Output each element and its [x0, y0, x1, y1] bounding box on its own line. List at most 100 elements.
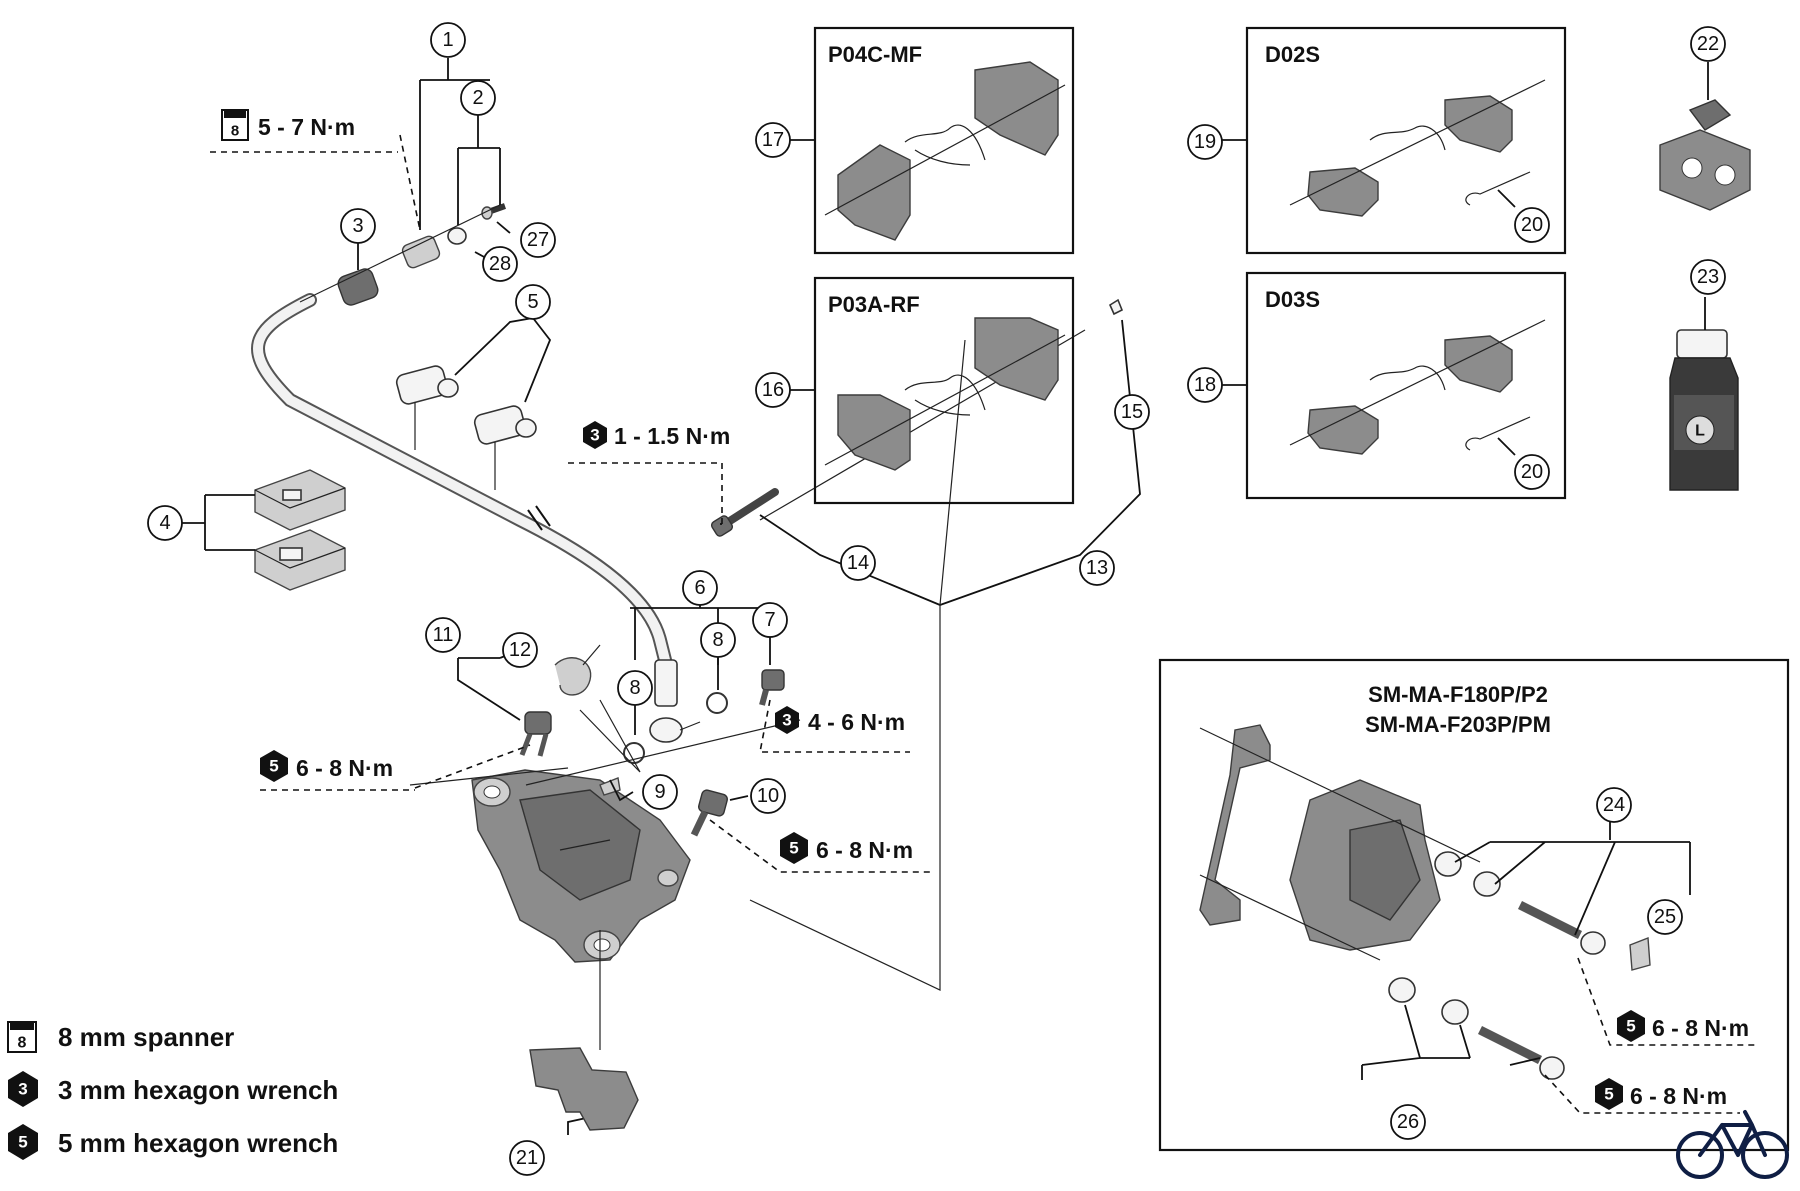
legend-item-hex5: 5 5 mm hexagon wrench — [8, 1124, 338, 1160]
callout-1: 1 — [430, 22, 466, 58]
pad-guide-plate — [529, 1047, 639, 1131]
svg-text:15: 15 — [1121, 401, 1143, 423]
legend-item-spanner: 8 8 mm spanner — [7, 1021, 234, 1053]
svg-text:21: 21 — [516, 1147, 538, 1169]
callout-2: 2 — [460, 80, 496, 116]
svg-text:5: 5 — [527, 291, 538, 313]
callout-9: 9 — [642, 774, 678, 810]
spanner-icon: 8 — [7, 1021, 37, 1053]
bleed-block — [1659, 62, 1751, 211]
svg-text:5: 5 — [1626, 1017, 1635, 1036]
svg-text:1: 1 — [442, 29, 453, 51]
callout-8a: 8 — [700, 622, 736, 658]
svg-text:19: 19 — [1194, 131, 1216, 153]
svg-text:8: 8 — [18, 1035, 27, 1052]
svg-text:8: 8 — [712, 629, 723, 651]
callout-3: 3 — [340, 208, 376, 244]
callout-14: 14 — [840, 545, 876, 581]
callout-20a: 20 — [1514, 207, 1550, 243]
hex-wrench-3mm-icon: 3 — [583, 421, 607, 449]
callout-25: 25 — [1647, 899, 1683, 935]
svg-text:14: 14 — [847, 552, 869, 574]
svg-text:20: 20 — [1521, 461, 1543, 483]
hex-wrench-5mm-icon: 5 — [1617, 1010, 1645, 1042]
callout-26: 26 — [1390, 1104, 1426, 1140]
callout-28: 28 — [482, 246, 518, 282]
svg-text:10: 10 — [757, 785, 779, 807]
callout-6: 6 — [682, 570, 718, 606]
torque-value: 6 - 8 N·m — [296, 755, 393, 781]
svg-text:3: 3 — [782, 711, 791, 730]
pad-spacer-top — [254, 469, 346, 531]
callout-24: 24 — [1596, 787, 1632, 823]
torque-pad-pin: 3 1 - 1.5 N·m — [583, 421, 730, 449]
svg-text:23: 23 — [1697, 266, 1719, 288]
svg-text:24: 24 — [1603, 794, 1625, 816]
brake-caliper — [471, 769, 691, 963]
oil-type-label: L — [1695, 423, 1705, 440]
svg-text:16: 16 — [762, 379, 784, 401]
adapter-model-line1: SM-MA-F180P/P2 — [1368, 682, 1548, 707]
spanner-icon: 8 — [221, 109, 249, 141]
pad-box-title-p04c: P04C-MF — [828, 42, 922, 67]
callout-10: 10 — [750, 778, 786, 814]
svg-text:27: 27 — [527, 229, 549, 251]
hex-wrench-5mm-icon: 5 — [1595, 1078, 1623, 1110]
tool-legend: 8 8 mm spanner 3 3 mm hexagon wrench 5 5… — [7, 1021, 338, 1160]
hex-wrench-3mm-icon: 3 — [8, 1071, 38, 1107]
svg-text:20: 20 — [1521, 214, 1543, 236]
torque-value: 5 - 7 N·m — [258, 114, 355, 140]
hex-wrench-5mm-icon: 5 — [260, 750, 288, 782]
torque-bleed-nipple: 3 4 - 6 N·m — [775, 706, 905, 735]
torque-value: 6 - 8 N·m — [1630, 1083, 1727, 1109]
torque-value: 6 - 8 N·m — [816, 837, 913, 863]
callout-12: 12 — [502, 632, 538, 668]
svg-text:9: 9 — [654, 781, 665, 803]
callout-18: 18 — [1187, 367, 1223, 403]
svg-text:26: 26 — [1397, 1111, 1419, 1133]
callout-17: 17 — [755, 122, 791, 158]
bike-icon — [1676, 1110, 1789, 1179]
hex-wrench-5mm-icon: 5 — [8, 1124, 38, 1160]
legend-label: 8 mm spanner — [58, 1022, 234, 1052]
legend-label: 5 mm hexagon wrench — [58, 1128, 338, 1158]
torque-hose-nut: 8 5 - 7 N·m — [221, 109, 355, 141]
legend-item-hex3: 3 3 mm hexagon wrench — [8, 1071, 338, 1107]
hex-wrench-5mm-icon: 5 — [780, 832, 808, 864]
torque-adapter-bolt-lower: 5 6 - 8 N·m — [1595, 1078, 1727, 1110]
callout-13: 13 — [1079, 550, 1115, 586]
callout-27: 27 — [520, 222, 556, 258]
callout-4: 4 — [147, 505, 183, 541]
adapter-model-line2: SM-MA-F203P/PM — [1365, 712, 1551, 737]
pad-spacer-bottom — [254, 529, 346, 591]
hose-assembly — [251, 203, 701, 743]
callout-23: 23 — [1690, 259, 1726, 295]
svg-text:5: 5 — [1604, 1085, 1613, 1104]
pad-box-title-p03a: P03A-RF — [828, 292, 920, 317]
hex-wrench-3mm-icon: 3 — [775, 706, 799, 734]
callout-20b: 20 — [1514, 454, 1550, 490]
caliper-small-parts — [519, 644, 785, 837]
pad-box-p04c — [770, 26, 1075, 255]
svg-text:3: 3 — [590, 426, 599, 445]
callout-15: 15 — [1114, 394, 1150, 430]
callout-11: 11 — [425, 617, 461, 653]
svg-text:18: 18 — [1194, 374, 1216, 396]
callout-19: 19 — [1187, 124, 1223, 160]
svg-text:8: 8 — [629, 677, 640, 699]
svg-text:8: 8 — [231, 123, 239, 140]
hose-clip-a — [395, 365, 459, 405]
pad-box-title-d02s: D02S — [1265, 42, 1320, 67]
torque-value: 6 - 8 N·m — [1652, 1015, 1749, 1041]
torque-adapter-bolt-upper: 5 6 - 8 N·m — [1617, 1010, 1749, 1042]
legend-label: 3 mm hexagon wrench — [58, 1075, 338, 1105]
svg-text:13: 13 — [1086, 557, 1108, 579]
svg-text:3: 3 — [18, 1080, 27, 1099]
torque-mount-bolt-left: 5 6 - 8 N·m — [260, 750, 393, 782]
svg-text:4: 4 — [159, 512, 170, 534]
hose-clip-b — [473, 405, 537, 445]
torque-value: 4 - 6 N·m — [808, 709, 905, 735]
svg-text:12: 12 — [509, 639, 531, 661]
pad-box-d02s — [1205, 26, 1567, 255]
torque-mount-bolt-right: 5 6 - 8 N·m — [780, 832, 913, 864]
